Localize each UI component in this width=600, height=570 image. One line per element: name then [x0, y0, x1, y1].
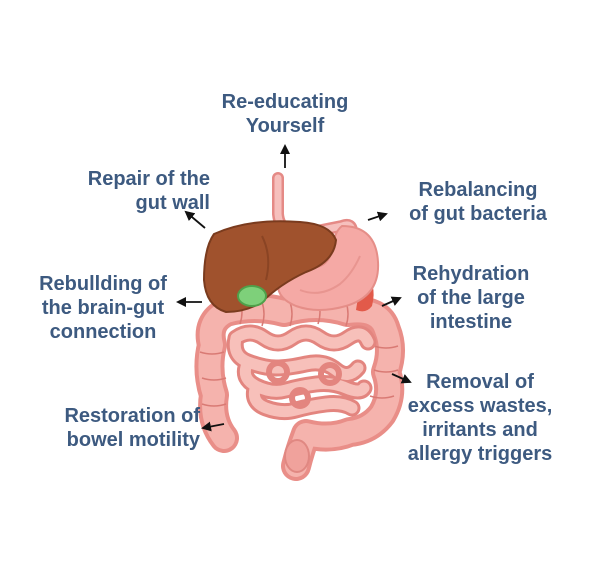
label-restoration-line-2: bowel motility	[66, 429, 200, 451]
rectum	[284, 439, 310, 473]
label-removal-line-1: Removal of	[426, 371, 534, 393]
label-rehydration-line-2: of the large	[417, 287, 525, 309]
gallbladder	[237, 285, 267, 307]
label-rebuilding-line-3: connection	[49, 321, 157, 343]
label-reeducating: Re-educating Yourself	[200, 90, 370, 138]
label-reeducating-line-2: Yourself	[245, 115, 325, 137]
arrow-rebalancing	[367, 211, 388, 222]
label-rebuilding: Rebullding of the brain-gut connection	[28, 272, 178, 344]
label-removal-line-2: excess wastes,	[407, 395, 553, 417]
label-restoration-line-1: Restoration of	[64, 405, 200, 427]
arrow-removal	[391, 373, 412, 384]
arrow-repair	[184, 210, 206, 229]
label-removal-line-4: allergy triggers	[407, 443, 553, 465]
small-intestine	[226, 324, 377, 421]
label-rebalancing-line-1: Rebalancing	[418, 179, 538, 201]
label-removal-line-3: irritants and	[422, 419, 538, 441]
label-rebalancing-line-2: of gut bacteria	[409, 203, 547, 225]
label-rehydration: Rehydration of the large intestine	[396, 262, 546, 334]
liver	[202, 220, 338, 314]
label-rebuilding-line-1: Rebullding of	[39, 273, 167, 295]
label-rebuilding-line-2: the brain-gut	[41, 297, 165, 319]
label-repair-line-2: gut wall	[135, 192, 210, 214]
label-repair: Repair of the gut wall	[40, 167, 210, 215]
arrow-rehydration	[381, 296, 402, 307]
arrow-restoration	[201, 421, 225, 432]
label-removal: Removal of excess wastes, irritants and …	[392, 370, 568, 466]
label-restoration: Restoration of bowel motility	[30, 404, 200, 452]
label-rehydration-line-1: Rehydration	[412, 263, 530, 285]
label-rebalancing: Rebalancing of gut bacteria	[388, 178, 568, 226]
label-rehydration-line-3: intestine	[429, 311, 513, 333]
label-reeducating-line-1: Re-educating	[221, 91, 349, 113]
label-repair-line-1: Repair of the	[87, 168, 210, 190]
